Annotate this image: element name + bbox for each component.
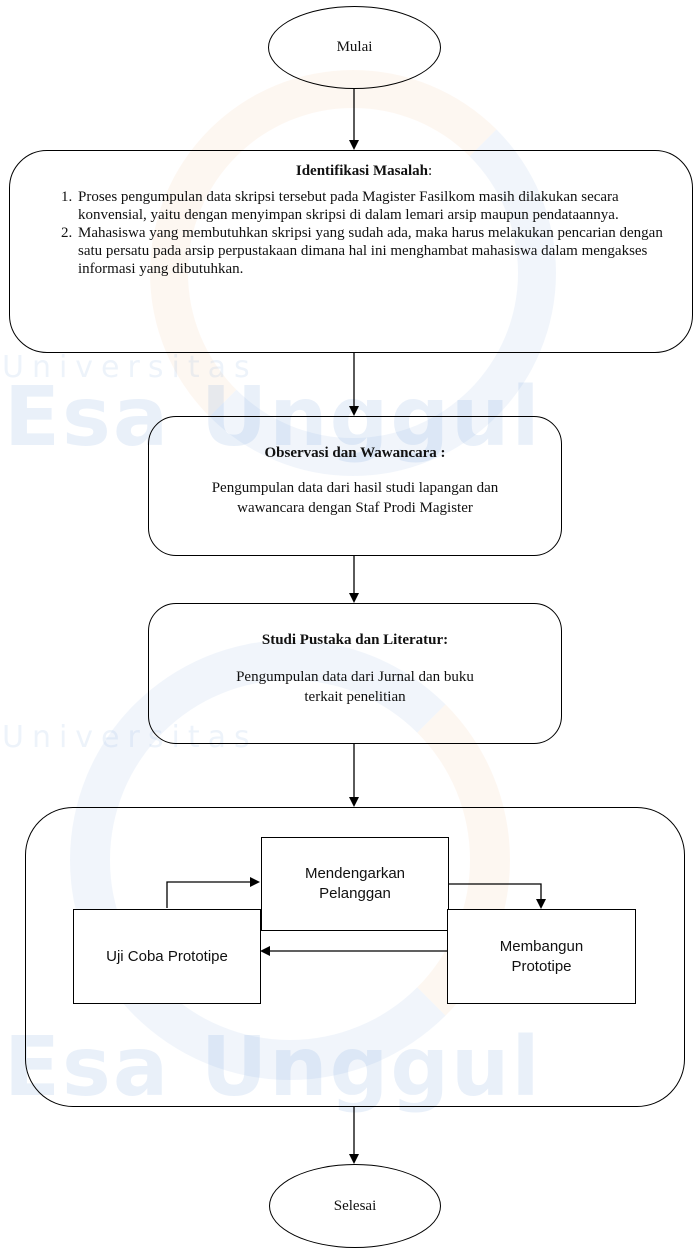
watermark-universitas-top: Universitas xyxy=(2,350,258,385)
arrow-test-to-listen xyxy=(166,877,260,908)
watermark-esa-unggul-bottom: Esa Unggul xyxy=(4,1020,542,1115)
observasi-title: Observasi dan Wawancara : xyxy=(264,445,446,461)
end-terminal: Selesai xyxy=(269,1164,441,1248)
studi-pustaka-box: Studi Pustaka dan Literatur: Pengumpulan… xyxy=(148,603,562,744)
observasi-text: Pengumpulan data dari hasil studi lapang… xyxy=(211,480,499,516)
start-label: Mulai xyxy=(336,39,373,55)
prototype-cycle-container xyxy=(25,807,685,1107)
membangun-prototipe-box: Membangun Prototipe xyxy=(447,909,636,1004)
identifikasi-title: Identifikasi Masalah: xyxy=(295,163,433,179)
uji-coba-label: Uji Coba Prototipe xyxy=(106,947,228,965)
studi-text: Pengumpulan data dari Jurnal dan buku te… xyxy=(236,669,474,705)
arrow-listen-to-build xyxy=(448,883,546,909)
watermark-esa-unggul-top: Esa Unggul xyxy=(4,370,542,465)
identifikasi-item-1: Proses pengumpulan data skripsi tersebut… xyxy=(76,188,674,224)
mendengarkan-label: Mendengarkan Pelanggan xyxy=(304,865,406,902)
identifikasi-masalah-box: Identifikasi Masalah: Proses pengumpulan… xyxy=(9,150,693,353)
start-terminal: Mulai xyxy=(268,6,441,89)
identifikasi-list: Proses pengumpulan data skripsi tersebut… xyxy=(54,188,674,278)
end-label: Selesai xyxy=(333,1197,377,1214)
identifikasi-item-2: Mahasiswa yang membutuhkan skripsi yang … xyxy=(76,224,674,278)
membangun-label: Membangun Prototipe xyxy=(499,937,584,975)
observasi-box: Observasi dan Wawancara : Pengumpulan da… xyxy=(148,416,562,556)
watermark-universitas-bottom: Universitas xyxy=(2,720,258,755)
uji-coba-prototipe-box: Uji Coba Prototipe xyxy=(73,909,261,1004)
studi-title: Studi Pustaka dan Literatur: xyxy=(261,632,449,648)
mendengarkan-pelanggan-box: Mendengarkan Pelanggan xyxy=(261,837,449,931)
